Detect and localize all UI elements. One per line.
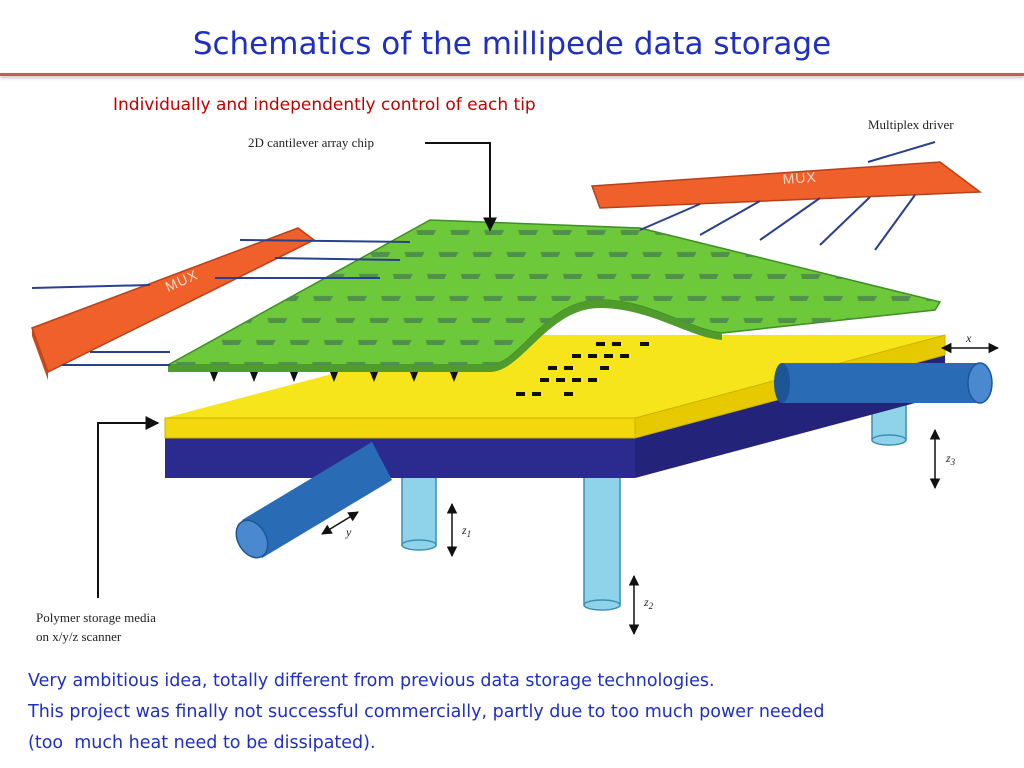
scanner-rod-y	[235, 442, 392, 559]
scanner-post-z3-foot	[871, 434, 907, 446]
tip-points-front	[210, 372, 458, 382]
scanner-post-z2-foot	[583, 599, 621, 611]
mux-right-wires	[639, 141, 936, 251]
title-divider	[0, 73, 1024, 76]
body-line-1: Very ambitious idea, totally different f…	[28, 671, 715, 691]
body-line-2: This project was finally not successful …	[28, 702, 825, 722]
z1-axis-label: z1	[461, 523, 471, 539]
body-line-3: (too much heat need to be dissipated).	[28, 733, 376, 753]
scanner-base-front	[165, 438, 635, 478]
mux-left-edge	[32, 328, 48, 380]
slide-body: Very ambitious idea, totally different f…	[28, 666, 824, 759]
scanner-rod-x	[774, 362, 993, 404]
polymer-callout-arrow	[97, 416, 160, 598]
label-cantilever-chip: 2D cantilever array chip	[248, 135, 374, 150]
mux-left-wires	[31, 239, 411, 366]
scanner-post-z1-foot	[401, 539, 437, 551]
y-axis-arrow	[321, 511, 359, 535]
z2-axis-label: z2	[643, 595, 654, 611]
scanner-post-z1	[401, 474, 437, 546]
cantilever-callout-arrow	[425, 142, 497, 232]
label-polymer-line1: Polymer storage media	[36, 610, 156, 625]
polymer-media-front	[164, 417, 636, 439]
scanner-post-z2	[583, 474, 621, 606]
slide-title: Schematics of the millipede data storage	[192, 26, 832, 62]
millipede-schematic: MUX MUX 2D cantilever array chip Multipl…	[31, 117, 1000, 644]
z3-axis-label: z3	[945, 451, 956, 467]
slide-subtitle: Individually and independently control o…	[113, 95, 536, 115]
label-multiplex-driver: Multiplex driver	[868, 117, 954, 132]
mux-right	[590, 161, 983, 209]
y-axis-label: y	[345, 525, 352, 539]
label-polymer-line2: on x/y/z scanner	[36, 629, 122, 644]
polymer-media-top	[165, 335, 945, 418]
mux-right-label: MUX	[782, 169, 817, 187]
cantilever-chip-tips	[168, 220, 940, 365]
written-bits	[516, 342, 649, 396]
x-axis-label: x	[965, 331, 972, 345]
